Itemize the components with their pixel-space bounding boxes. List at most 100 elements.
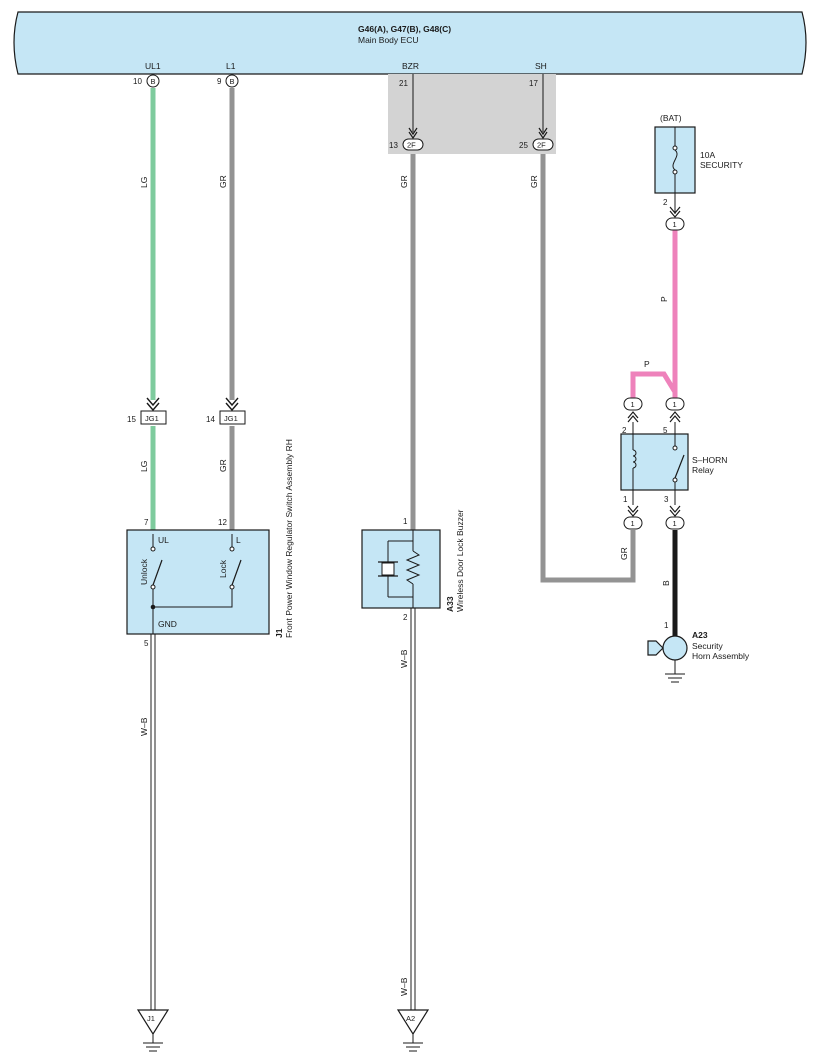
ecu-pin-bzr-number: 21 (399, 79, 408, 88)
ecu-pin-sh-number: 17 (529, 79, 538, 88)
wire-label-wb-j1: W–B (139, 717, 149, 736)
j1-switch-assembly: 7 12 UL L Unlock Lock GND 5 J1 Front Pow… (126, 439, 294, 648)
a33-pin-out: 2 (403, 613, 408, 622)
wire-label-wb-a33-lower: W–B (399, 977, 409, 996)
relay-connector-3 (665, 516, 685, 530)
relay-connector-1 (623, 516, 643, 530)
relay-coil-icon (632, 449, 637, 469)
ground-triangle-icon (136, 1009, 170, 1036)
a33-box (361, 529, 441, 609)
fuse-source: (BAT) (660, 113, 682, 123)
horn-pin: 1 (664, 621, 669, 630)
ecu-terminal-bzr: BZR (402, 61, 419, 71)
wire-label-p-vert: P (659, 296, 669, 302)
a33-piezo (381, 562, 395, 576)
svg-text:2F: 2F (537, 141, 546, 150)
wire-label-gr-sh: GR (529, 175, 539, 188)
svg-text:J1: J1 (147, 1014, 155, 1023)
ecu-name: Main Body ECU (358, 35, 418, 45)
relay-pin-2: 2 (622, 426, 627, 435)
relay-pin-5: 5 (663, 426, 668, 435)
horn-name-line2: Horn Assembly (692, 651, 750, 661)
j1-box (126, 529, 270, 635)
j1-pin-l: 12 (218, 518, 227, 527)
j1-unlock-label: Unlock (139, 558, 149, 585)
svg-text:15: 15 (127, 415, 136, 424)
relay-box (620, 433, 689, 491)
j1-lock-label: Lock (218, 559, 228, 578)
ground-j1: J1 (136, 1009, 170, 1052)
j1-term-gnd: GND (158, 619, 177, 629)
connector-2f-bzr: 2F 13 (389, 127, 424, 151)
horn-name-line1: Security (692, 641, 723, 651)
ecu-terminal-sh: SH (535, 61, 547, 71)
wire-label-gr-relay: GR (619, 547, 629, 560)
wire-label-p-branch: P (644, 359, 650, 369)
relay-contact-switch (674, 454, 685, 479)
relay-connector-5 (665, 397, 685, 411)
a33-resistor (405, 550, 421, 585)
svg-text:2F: 2F (407, 141, 416, 150)
svg-text:25: 25 (519, 141, 528, 150)
j1-lock-switch (231, 559, 242, 586)
svg-text:1: 1 (631, 400, 635, 409)
fuse-pin: 2 (663, 198, 668, 207)
horn-bell (647, 640, 664, 656)
svg-text:A2: A2 (406, 1014, 415, 1023)
fuse-connector (665, 217, 685, 231)
s-horn-relay: 1 1 2 5 S–HORN Relay 1 3 1 (620, 397, 727, 530)
connector-jg1-lg: JG1 15 (127, 397, 167, 425)
a33-pin-in: 1 (403, 517, 408, 526)
svg-text:B: B (230, 77, 235, 86)
wire-gr-sh (540, 154, 636, 583)
wire-label-lg-lower: LG (139, 461, 149, 472)
connector-jg1-gr: JG1 14 (206, 397, 246, 425)
j1-pin-gnd: 5 (144, 639, 149, 648)
ecu-box (13, 11, 807, 75)
wire-label-gr-bzr: GR (399, 175, 409, 188)
svg-text:1: 1 (673, 400, 677, 409)
a23-security-horn: 1 A23 Security Horn Assembly (647, 621, 750, 683)
wire-label-lg-upper: LG (139, 177, 149, 188)
a33-buzzer: 1 2 A33 Wireless Door Lock Buzzer (361, 509, 465, 622)
relay-name-line1: S–HORN (692, 455, 727, 465)
fuse-security: (BAT) 10A SECURITY 2 1 (654, 113, 743, 231)
connector-2f-sh: 2F 25 (519, 127, 554, 151)
wire-label-wb-a33-upper: W–B (399, 649, 409, 668)
wire-p-branch (630, 371, 678, 398)
wire-wb-j1 (150, 634, 156, 1010)
ground-triangle-icon (396, 1009, 430, 1036)
fuse-rating: 10A (700, 150, 715, 160)
main-body-ecu: G46(A), G47(B), G48(C) Main Body ECU UL1… (13, 11, 807, 75)
ecu-pin-ul1: B 10 (133, 74, 160, 88)
ecu-pin-l1: B 9 (217, 74, 239, 88)
horn-icon (662, 635, 688, 661)
fuse-name: SECURITY (700, 160, 743, 170)
relay-name-line2: Relay (692, 465, 714, 475)
horn-code: A23 (692, 630, 708, 640)
ecu-code: G46(A), G47(B), G48(C) (358, 24, 451, 34)
relay-pin-3: 3 (664, 495, 669, 504)
j1-unlock-switch (152, 559, 163, 586)
svg-text:9: 9 (217, 77, 222, 86)
ecu-terminal-ul1: UL1 (145, 61, 161, 71)
a33-code: A33 (445, 596, 455, 612)
svg-text:13: 13 (389, 141, 398, 150)
svg-text:JG1: JG1 (224, 414, 238, 423)
fuse-icon (672, 149, 678, 171)
wire-label-gr-l1-upper: GR (218, 175, 228, 188)
svg-text:10: 10 (133, 77, 142, 86)
relay-pin-1: 1 (623, 495, 628, 504)
j1-term-ul: UL (158, 535, 169, 545)
svg-text:B: B (151, 77, 156, 86)
j1-pin-ul: 7 (144, 518, 149, 527)
j1-code: J1 (274, 628, 284, 638)
j1-name: Front Power Window Regulator Switch Asse… (284, 439, 294, 638)
ground-a2: A2 (396, 1009, 430, 1052)
ecu-terminal-l1: L1 (226, 61, 236, 71)
svg-text:14: 14 (206, 415, 215, 424)
j1-term-l: L (236, 535, 241, 545)
svg-text:1: 1 (673, 220, 677, 229)
relay-connector-2 (623, 397, 643, 411)
